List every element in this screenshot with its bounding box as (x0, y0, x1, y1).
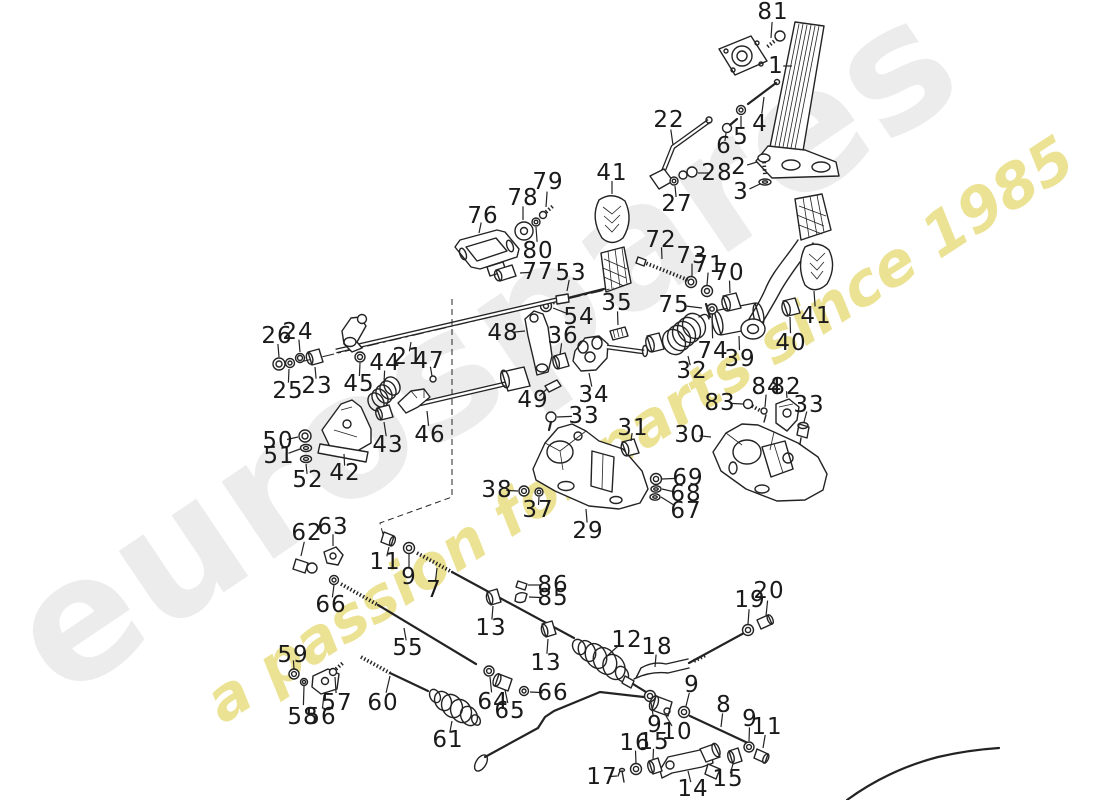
accelerator-rod-line (380, 531, 770, 764)
pedal-shaft-assembly (572, 256, 765, 372)
control-rod-55 (292, 546, 530, 697)
accelerator-pedal (718, 21, 840, 179)
cross-link-rod-18 (633, 614, 775, 680)
bell-crank-48 (524, 310, 570, 376)
pedal-pad-left (594, 195, 630, 244)
bell-crank-linkage (473, 690, 1001, 800)
stop-plate-76 (454, 204, 555, 282)
mount-console-29 (518, 411, 663, 510)
brake-pedal-lever (740, 193, 834, 340)
support-bracket-42 (298, 399, 372, 464)
mount-console-30 (712, 398, 828, 502)
cross-shaft-21 (272, 287, 615, 371)
construction-dash-line (379, 299, 453, 539)
lower-shaft-46 (367, 366, 562, 421)
callout-leader-lines (277, 21, 816, 783)
control-rod-60 (288, 655, 482, 727)
accelerator-link-rod (649, 78, 781, 190)
